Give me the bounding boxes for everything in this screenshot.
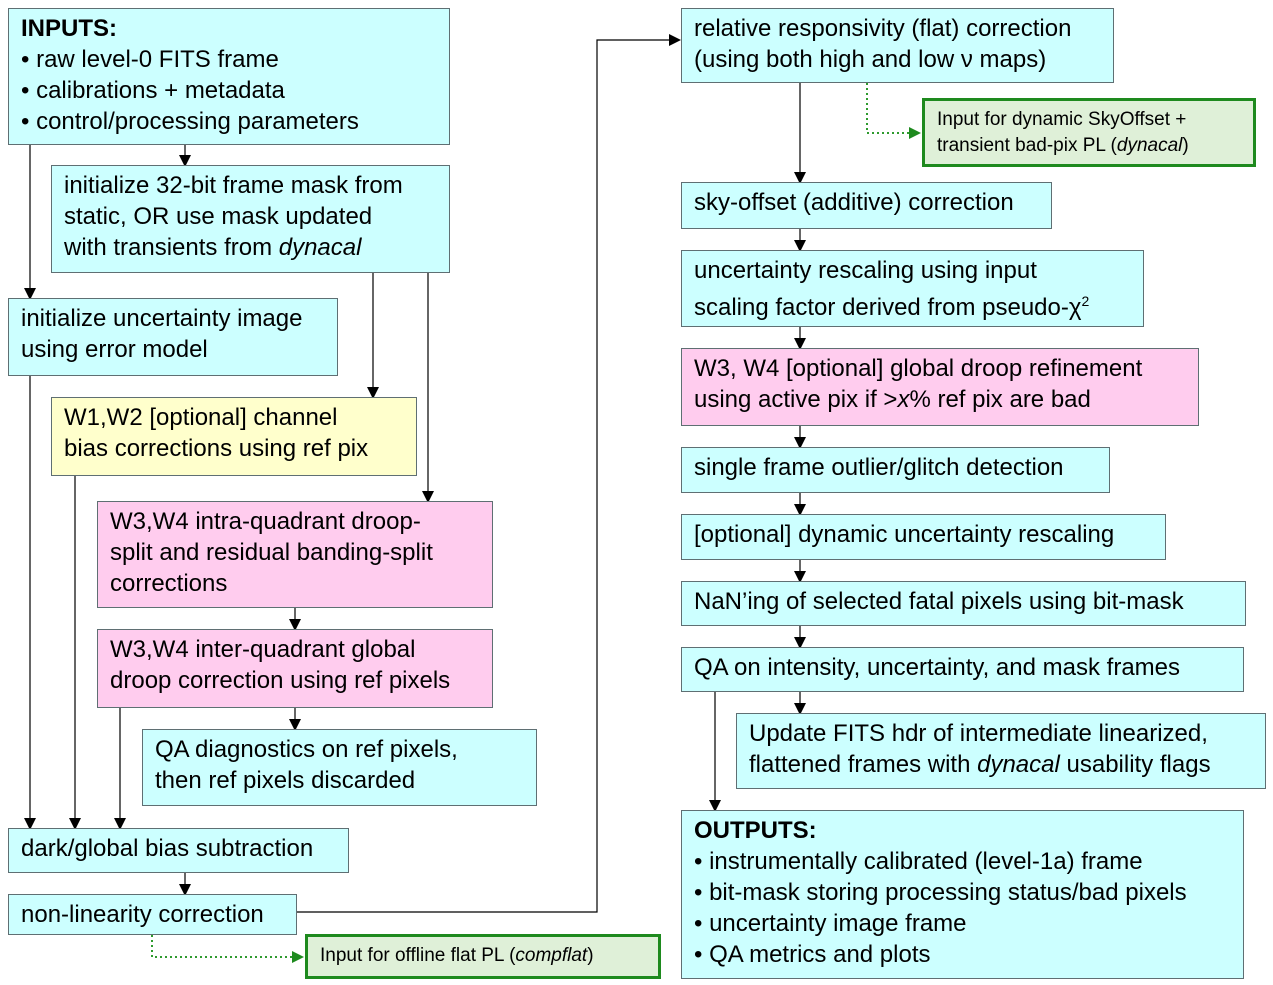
chi-symbol: χ xyxy=(1068,294,1082,321)
init-mask-line: static, OR use mask updated xyxy=(64,203,373,230)
dynacal-emphasis: dynacal xyxy=(977,751,1060,778)
uncertainty-rescaling-box: uncertainty rescaling using input scalin… xyxy=(681,250,1144,327)
dotted-arrow-nonlin-to-offline-flat xyxy=(151,935,304,963)
nu-symbol: ν xyxy=(960,46,973,73)
qa-frames-label: QA on intensity, uncertainty, and mask f… xyxy=(694,654,1180,681)
compflat-emphasis: compflat xyxy=(515,945,588,966)
init-mask-box: initialize 32-bit frame mask from static… xyxy=(51,165,450,273)
inputs-item: • control/processing parameters xyxy=(21,108,359,135)
bias-ref-pix-box: W1,W2 [optional] channel bias correction… xyxy=(51,397,417,476)
inter-quad-line: W3,W4 inter-quadrant global xyxy=(110,636,416,663)
dyn-sky-line: transient bad-pix PL (dynacal) xyxy=(937,135,1189,156)
nonlinearity-label: non-linearity correction xyxy=(21,901,264,928)
sky-offset-box: sky-offset (additive) correction xyxy=(681,182,1052,229)
dynamic-skyoffset-box: Input for dynamic SkyOffset + transient … xyxy=(922,98,1256,167)
qa-ref-line: QA diagnostics on ref pixels, xyxy=(155,736,458,763)
dyn-unc-label: [optional] dynamic uncertainty rescaling xyxy=(694,521,1115,548)
qa-frames-box: QA on intensity, uncertainty, and mask f… xyxy=(681,647,1244,692)
update-hdr-line: Update FITS hdr of intermediate lineariz… xyxy=(749,720,1208,747)
init-mask-line: with transients from dynacal xyxy=(64,232,437,263)
dynamic-uncertainty-box: [optional] dynamic uncertainty rescaling xyxy=(681,514,1166,560)
dark-bias-box: dark/global bias subtraction xyxy=(8,828,349,873)
offline-flat-label: Input for offline flat PL (compflat) xyxy=(320,945,594,966)
update-fits-header-box: Update FITS hdr of intermediate lineariz… xyxy=(736,713,1266,789)
droop-split-line: W3,W4 intra-quadrant droop- xyxy=(110,508,421,535)
unc-rescale-line: uncertainty rescaling using input xyxy=(694,257,1037,284)
flat-line: relative responsivity (flat) correction xyxy=(694,15,1072,42)
update-hdr-line: flattened frames with dynacal usability … xyxy=(749,751,1211,778)
outputs-item: • uncertainty image frame xyxy=(694,910,967,937)
flat-correction-box: relative responsivity (flat) correction … xyxy=(681,8,1114,83)
droop-split-line: split and residual banding-split xyxy=(110,539,433,566)
bias-ref-line: bias corrections using ref pix xyxy=(64,435,369,462)
inter-quadrant-box: W3,W4 inter-quadrant global droop correc… xyxy=(97,629,493,708)
outputs-item: • instrumentally calibrated (level-1a) f… xyxy=(694,848,1143,875)
droop-split-box: W3,W4 intra-quadrant droop- split and re… xyxy=(97,501,493,608)
inputs-item: • calibrations + metadata xyxy=(21,77,285,104)
outputs-item: • QA metrics and plots xyxy=(694,941,931,968)
global-droop-line: using active pix if >x% ref pix are bad xyxy=(694,386,1091,413)
init-unc-line: using error model xyxy=(21,336,208,363)
qa-ref-line: then ref pixels discarded xyxy=(155,767,416,794)
outlier-detection-box: single frame outlier/glitch detection xyxy=(681,447,1110,493)
qa-ref-pixels-box: QA diagnostics on ref pixels, then ref p… xyxy=(142,729,537,806)
sky-offset-label: sky-offset (additive) correction xyxy=(694,189,1014,216)
bias-ref-line: W1,W2 [optional] channel xyxy=(64,404,338,431)
dyn-sky-line: Input for dynamic SkyOffset + xyxy=(937,109,1187,130)
droop-split-line: corrections xyxy=(110,570,228,597)
init-unc-line: initialize uncertainty image xyxy=(21,305,303,332)
outputs-title: OUTPUTS: xyxy=(694,817,817,844)
nonlinearity-box: non-linearity correction xyxy=(8,894,297,935)
arrow-nonlin-to-flat xyxy=(297,34,681,913)
global-droop-line: W3, W4 [optional] global droop refinemen… xyxy=(694,355,1143,382)
inputs-title: INPUTS: xyxy=(21,15,117,42)
outputs-item: • bit-mask storing processing status/bad… xyxy=(694,879,1187,906)
outputs-box: OUTPUTS: • instrumentally calibrated (le… xyxy=(681,810,1244,979)
dotted-arrow-flat-to-dyn-sky xyxy=(866,83,921,139)
inputs-box: INPUTS: • raw level-0 FITS frame • calib… xyxy=(8,8,450,145)
init-mask-line: initialize 32-bit frame mask from xyxy=(64,172,403,199)
dark-bias-label: dark/global bias subtraction xyxy=(21,835,314,862)
inputs-item: • raw level-0 FITS frame xyxy=(21,46,279,73)
init-mask-text: with transients from xyxy=(64,234,279,261)
flat-line: (using both high and low ν maps) xyxy=(694,46,1047,73)
superscript-two: 2 xyxy=(1081,293,1090,309)
x-emphasis: x xyxy=(897,386,910,413)
global-droop-box: W3, W4 [optional] global droop refinemen… xyxy=(681,348,1199,426)
outlier-label: single frame outlier/glitch detection xyxy=(694,454,1064,481)
nan-fatal-pixels-box: NaN’ing of selected fatal pixels using b… xyxy=(681,581,1246,626)
dynacal-emphasis: dynacal xyxy=(1116,135,1183,156)
init-uncertainty-box: initialize uncertainty image using error… xyxy=(8,298,338,376)
dynacal-emphasis: dynacal xyxy=(278,234,362,261)
offline-flat-box: Input for offline flat PL (compflat) xyxy=(305,934,661,979)
inter-quad-line: droop correction using ref pixels xyxy=(110,667,451,694)
unc-rescale-line: scaling factor derived from pseudo-χ2 xyxy=(694,293,1090,321)
nan-label: NaN’ing of selected fatal pixels using b… xyxy=(694,588,1184,615)
